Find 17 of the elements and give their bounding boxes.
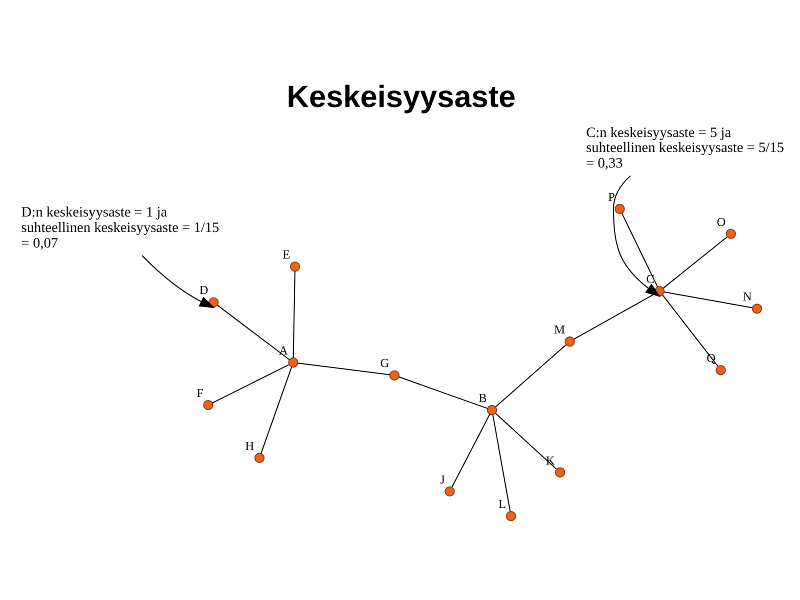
node-label: N (742, 290, 752, 304)
node-label: H (244, 438, 254, 453)
node-label: P (608, 190, 614, 204)
node-label: M (554, 322, 565, 336)
node-label: E (282, 247, 290, 262)
diagram-title: Keskeisyysaste (286, 78, 516, 114)
node-label: G (380, 356, 389, 370)
node-label: F (196, 386, 203, 400)
node-text: C:n keskeisyysaste = 5 ja suhteellinen keskeisyysaste = 5/15 = 0,33 (586, 124, 784, 172)
node-label: A (278, 343, 288, 358)
node-label: B (478, 390, 486, 405)
node-label: O (716, 214, 726, 229)
node-label: L (498, 497, 506, 512)
node-label: D (198, 283, 208, 298)
node-label: J (440, 472, 444, 486)
node-text: D:n keskeisyysaste = 1 ja suhteellinen keskeisyysaste = 1/15 = 0,07 (20, 204, 219, 252)
node-label: C (646, 272, 654, 286)
